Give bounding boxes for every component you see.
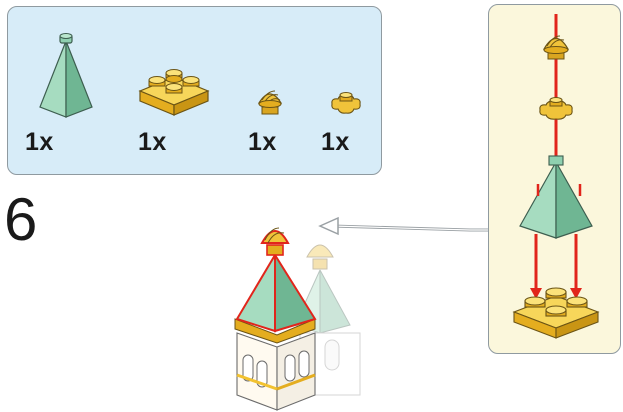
tower-base: [236, 332, 316, 411]
part-quantity: 1x: [25, 128, 54, 156]
dome-part-icon: [255, 85, 285, 117]
part-quantity: 1x: [248, 128, 277, 156]
slope-brick-icon: [36, 33, 96, 123]
parts-list-panel: 1x 1x 1x 1x: [7, 6, 382, 175]
part-quantity: 1x: [138, 128, 167, 156]
plate-2x2-icon: [512, 287, 600, 339]
round-plate-icon: [539, 97, 573, 120]
model-assembly: [234, 227, 361, 411]
slope-brick-icon: [235, 251, 317, 333]
dome-part-icon: [542, 35, 570, 60]
step-number: 6: [4, 186, 38, 253]
sub-assembly-diagram: [512, 14, 600, 339]
callout-pointer-arrow: [318, 216, 488, 236]
slope-brick-icon: [519, 155, 593, 239]
dome-part-icon: [260, 227, 290, 256]
plate-2x2-icon: [138, 65, 210, 117]
part-quantity: 1x: [321, 128, 350, 156]
round-plate-icon: [329, 91, 363, 117]
